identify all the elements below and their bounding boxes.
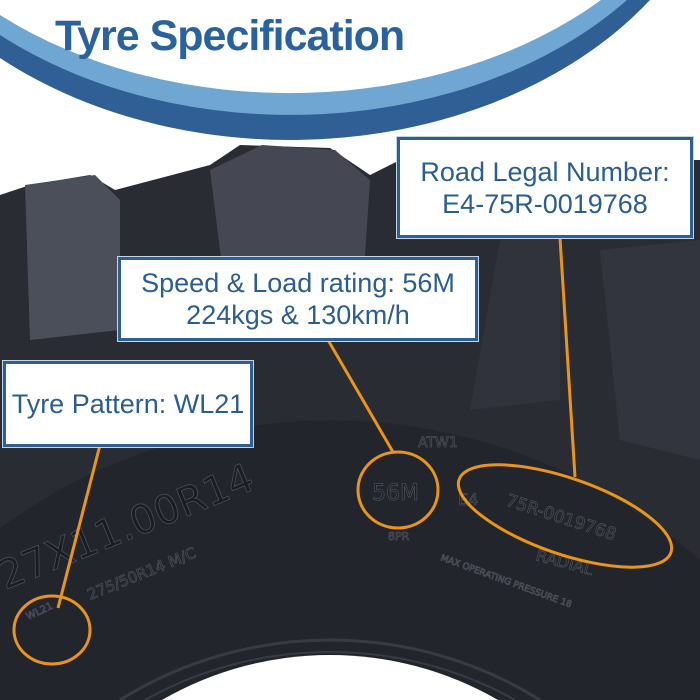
speed-load-label: Speed & Load rating: 56M (141, 268, 455, 298)
road-callout-ellipse (456, 463, 674, 569)
road-legal-label: Road Legal Number: (420, 156, 670, 187)
speed-callout-line (326, 339, 395, 453)
tread-block (470, 235, 560, 410)
tyre-pattern-label: Tyre Pattern: WL21 (11, 389, 245, 419)
speed-load-callout: Speed & Load rating: 56M 224kgs & 130km/… (118, 257, 478, 341)
road-legal-value: E4-75R-0019768 (442, 188, 648, 219)
rim-groove (144, 651, 516, 700)
tread-block (600, 240, 700, 460)
tread-block (25, 175, 120, 340)
rim-opening (162, 654, 498, 700)
header-arc-inner (0, 0, 601, 94)
sidewall-ply: 8PR (388, 530, 410, 543)
sidewall-atw: ATW1 (418, 435, 458, 451)
road-legal-callout: Road Legal Number: E4-75R-0019768 (397, 137, 693, 238)
road-callout-line (558, 237, 577, 478)
pattern-callout-circle (12, 594, 92, 666)
sidewall (0, 420, 700, 700)
speed-callout-circle (356, 450, 440, 530)
page-title: Tyre Specification (55, 12, 405, 60)
tyre-pattern-callout: Tyre Pattern: WL21 (3, 361, 253, 447)
speed-load-value: 224kgs & 130km/h (186, 300, 410, 330)
pattern-callout-line (56, 444, 102, 609)
rim-groove (119, 638, 541, 700)
sidewall-load-speed: 56M (372, 481, 419, 506)
